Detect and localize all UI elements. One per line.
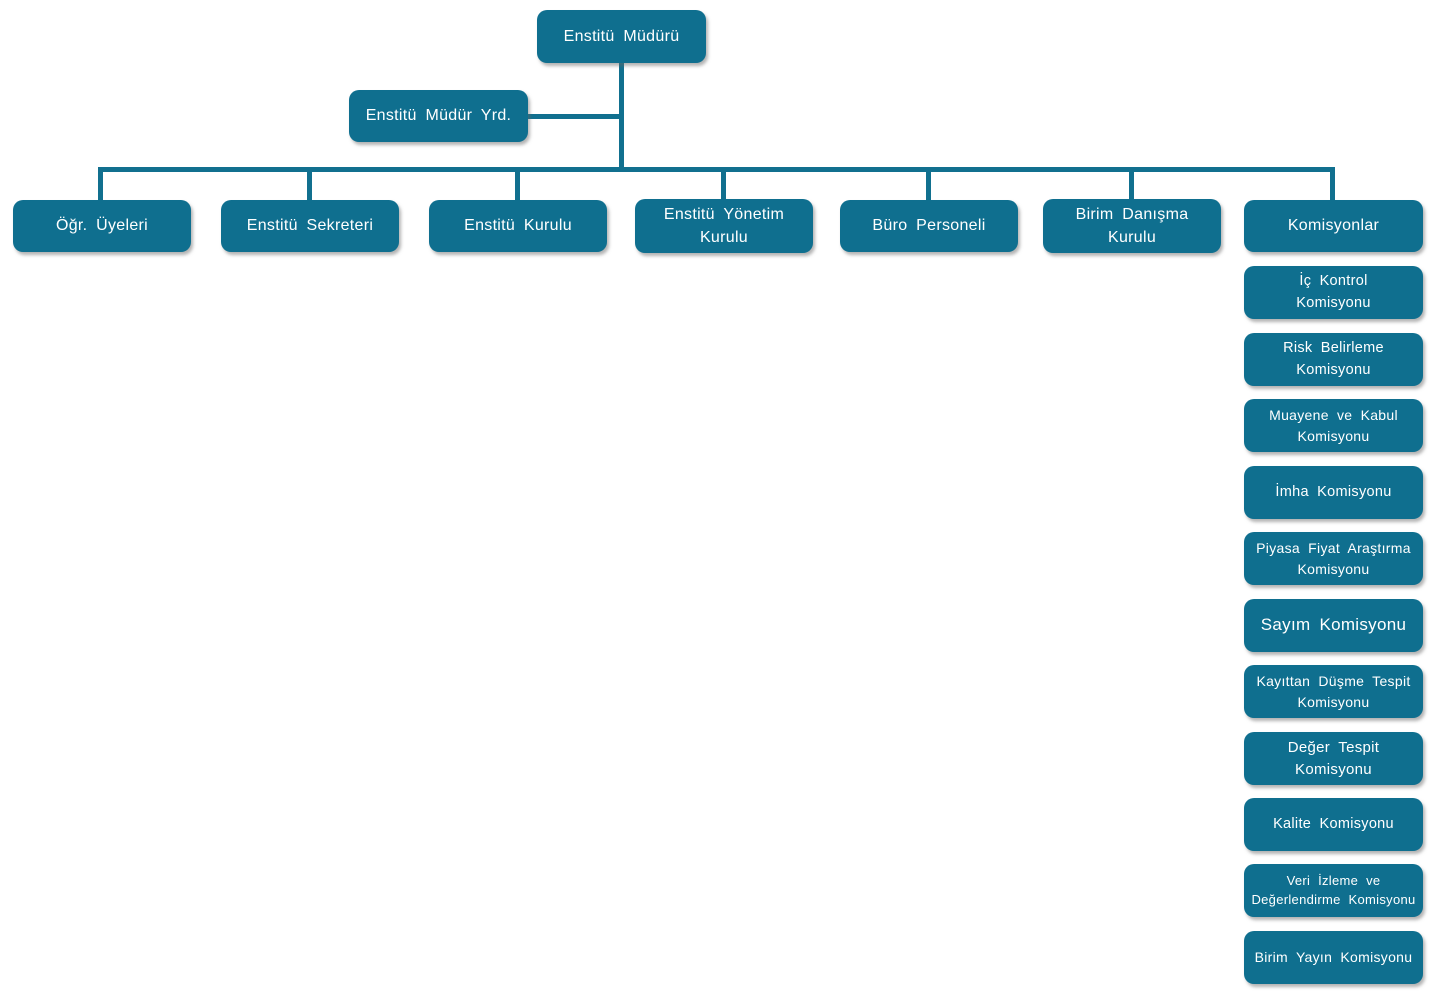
org-node-label: Enstitü Yönetim Kurulu [663, 205, 785, 246]
org-node-sayim-komisyonu: Sayım Komisyonu [1244, 599, 1423, 652]
org-node-label: Kalite Komisyonu [1273, 815, 1394, 832]
org-node-label: Değer Tespit Komisyonu [1287, 738, 1380, 778]
org-node-imha-komisyonu: İmha Komisyonu [1244, 466, 1423, 519]
connector-line [1330, 170, 1335, 200]
org-node-muayene-ve-kabul-komisyonu: Muayene ve Kabul Komisyonu [1244, 399, 1423, 452]
org-node-label: Enstitü Kurulu [464, 217, 572, 235]
org-node-ogr-uyeleri: Öğr. Üyeleri [13, 200, 191, 252]
org-node-label: Enstitü Sekreteri [246, 217, 374, 235]
org-node-label: Kayıttan Düşme Tespit Komisyonu [1256, 673, 1411, 710]
connector-line [926, 170, 931, 200]
org-node-label: Enstitü Müdürü [563, 27, 680, 45]
org-node-enstitu-muduru: Enstitü Müdürü [537, 10, 706, 63]
org-node-kayittan-dusme-tespit-komisyonu: Kayıttan Düşme Tespit Komisyonu [1244, 665, 1423, 718]
org-node-label: Enstitü Müdür Yrd. [365, 107, 512, 125]
org-node-label: Muayene ve Kabul Komisyonu [1269, 407, 1398, 444]
org-node-label: Birim Yayın Komisyonu [1254, 949, 1413, 966]
org-node-label: Büro Personeli [872, 217, 986, 235]
org-node-ic-kontrol-komisyonu: İç Kontrol Komisyonu [1244, 266, 1423, 319]
org-node-label: Komisyonlar [1287, 217, 1380, 235]
connector-line [619, 63, 624, 170]
org-node-enstitu-mudur-yrd: Enstitü Müdür Yrd. [349, 90, 528, 142]
org-node-label: Birim Danışma Kurulu [1075, 205, 1189, 246]
org-node-birim-yayin-komisyonu: Birim Yayın Komisyonu [1244, 931, 1423, 984]
org-node-label: Veri İzleme ve Değerlendirme Komisyonu [1251, 872, 1416, 907]
org-node-enstitu-yonetim-kurulu: Enstitü Yönetim Kurulu [635, 199, 813, 253]
org-node-label: Piyasa Fiyat Araştırma Komisyonu [1256, 540, 1411, 577]
org-node-enstitu-sekreteri: Enstitü Sekreteri [221, 200, 399, 252]
org-node-label: Sayım Komisyonu [1260, 615, 1407, 635]
org-node-komisyonlar: Komisyonlar [1244, 200, 1423, 252]
connector-line [307, 170, 312, 200]
org-node-birim-danisma-kurulu: Birim Danışma Kurulu [1043, 199, 1221, 253]
connector-line [98, 167, 1335, 172]
connector-line [1129, 170, 1134, 199]
org-node-risk-belirleme-komisyonu: Risk Belirleme Komisyonu [1244, 333, 1423, 386]
org-node-label: Risk Belirleme Komisyonu [1283, 340, 1384, 378]
connector-line [721, 170, 726, 199]
org-node-buro-personeli: Büro Personeli [840, 200, 1018, 252]
org-node-label: İmha Komisyonu [1275, 483, 1392, 500]
org-node-enstitu-kurulu: Enstitü Kurulu [429, 200, 607, 252]
org-node-kalite-komisyonu: Kalite Komisyonu [1244, 798, 1423, 851]
connector-line [98, 170, 103, 200]
org-node-label: Öğr. Üyeleri [55, 217, 149, 235]
connector-line [528, 114, 619, 119]
connector-line [515, 170, 520, 200]
org-node-veri-izleme-ve-degerlendirme-komisyonu: Veri İzleme ve Değerlendirme Komisyonu [1244, 864, 1423, 917]
org-node-label: İç Kontrol Komisyonu [1296, 273, 1371, 311]
org-node-deger-tespit-komisyonu: Değer Tespit Komisyonu [1244, 732, 1423, 785]
org-node-piyasa-fiyat-arastirma-komisyonu: Piyasa Fiyat Araştırma Komisyonu [1244, 532, 1423, 585]
